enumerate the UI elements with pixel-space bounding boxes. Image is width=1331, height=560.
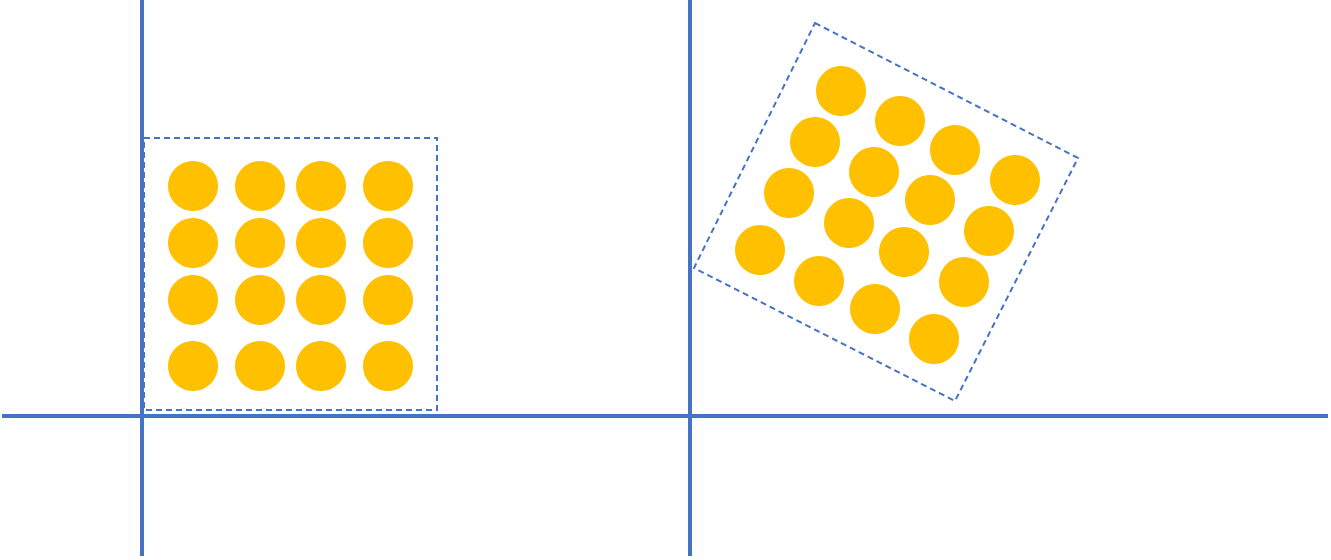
left-circle-grid [168, 161, 413, 391]
right-circle-r1-c4 [990, 155, 1040, 205]
left-circle-r1-c4 [363, 161, 413, 211]
right-circle-r2-c1 [790, 117, 840, 167]
left-circle-r2-c2 [235, 218, 285, 268]
left-circle-r4-c2 [235, 341, 285, 391]
left-circle-r4-c4 [363, 341, 413, 391]
right-circle-grid [735, 66, 1040, 364]
right-circle-r4-c2 [794, 256, 844, 306]
left-circle-r1-c1 [168, 161, 218, 211]
right-circle-r3-c1 [764, 168, 814, 218]
right-circle-r4-c1 [735, 225, 785, 275]
right-circle-r2-c2 [849, 147, 899, 197]
left-dashed-frame [143, 137, 438, 411]
right-circle-r2-c4 [964, 206, 1014, 256]
right-circle-r1-c2 [875, 96, 925, 146]
right-circle-r1-c1 [816, 66, 866, 116]
right-circle-r4-c4 [909, 314, 959, 364]
left-circle-r1-c3 [296, 161, 346, 211]
right-circle-r4-c3 [850, 284, 900, 334]
right-circle-r3-c4 [939, 257, 989, 307]
left-circle-r2-c3 [296, 218, 346, 268]
right-panel [692, 21, 1080, 403]
right-circle-r3-c3 [879, 227, 929, 277]
left-circle-r4-c1 [168, 341, 218, 391]
right-circle-r3-c2 [824, 198, 874, 248]
left-circle-r3-c4 [363, 275, 413, 325]
left-circle-r4-c3 [296, 341, 346, 391]
left-circle-r3-c3 [296, 275, 346, 325]
left-circle-r3-c1 [168, 275, 218, 325]
left-circle-r3-c2 [235, 275, 285, 325]
left-circle-r2-c1 [168, 218, 218, 268]
left-circle-r1-c2 [235, 161, 285, 211]
left-panel [143, 137, 438, 411]
right-circle-r2-c3 [905, 175, 955, 225]
left-circle-r2-c4 [363, 218, 413, 268]
right-dashed-frame [692, 21, 1080, 403]
right-circle-r1-c3 [930, 125, 980, 175]
